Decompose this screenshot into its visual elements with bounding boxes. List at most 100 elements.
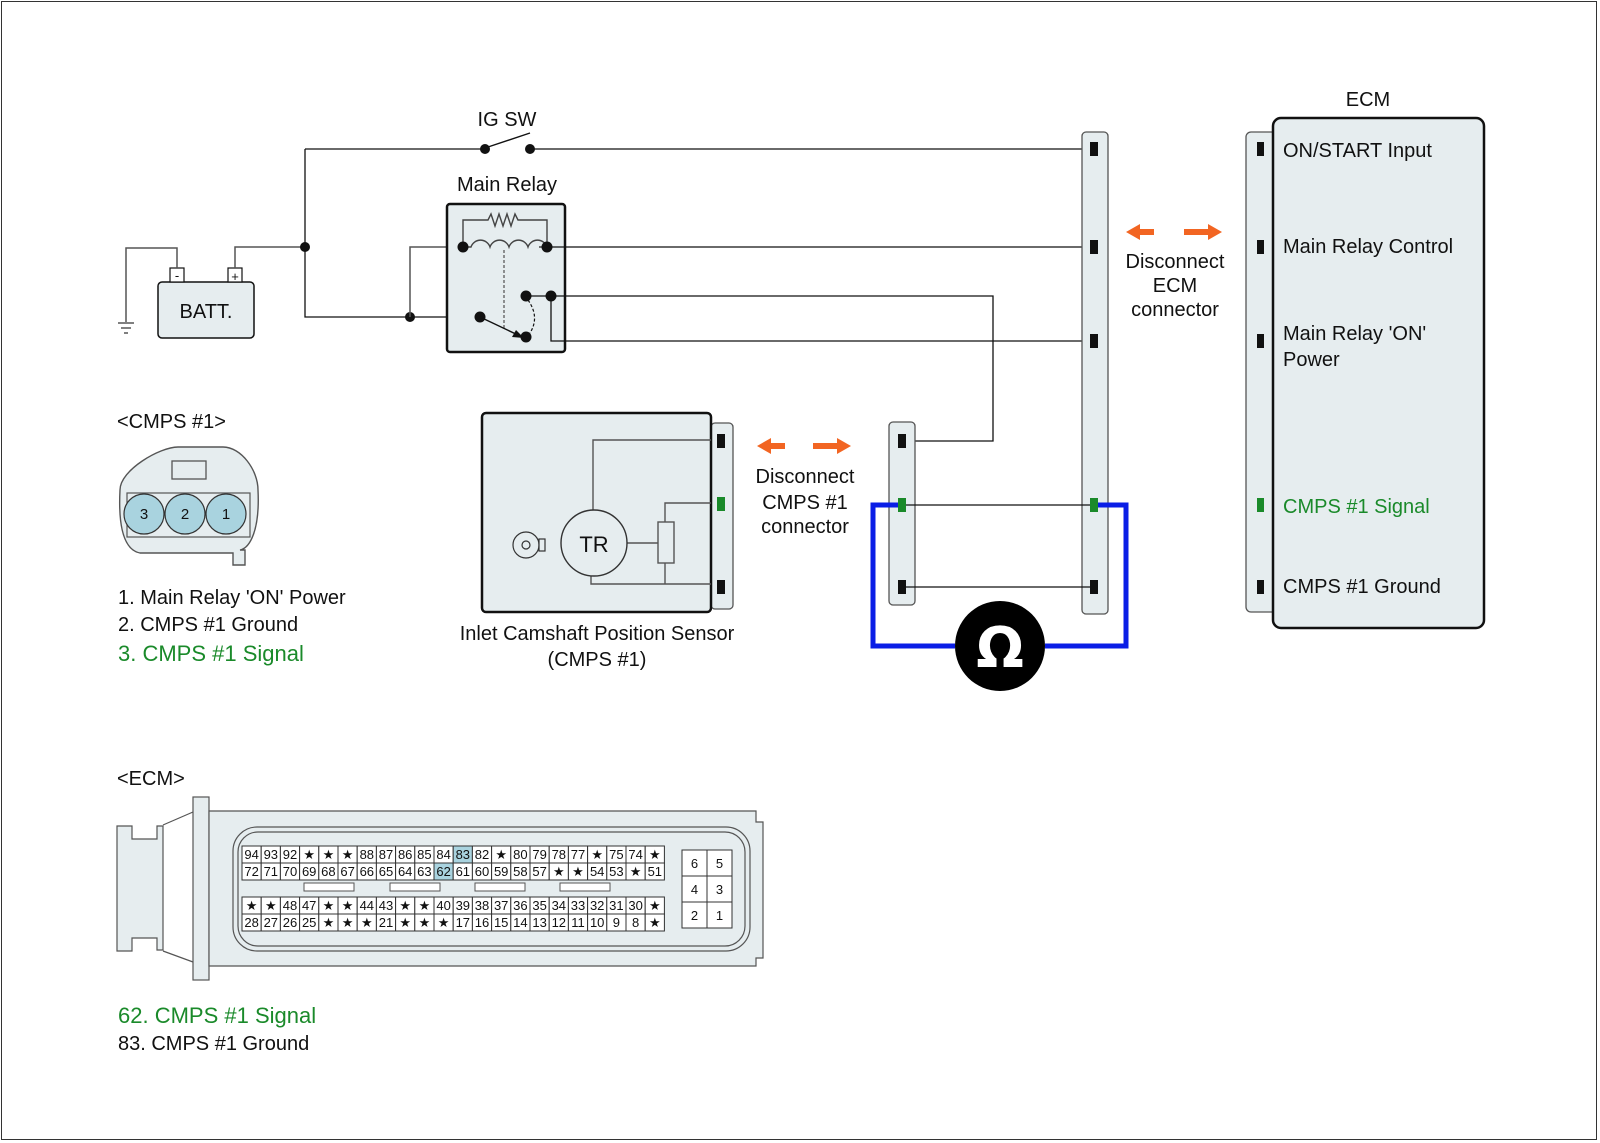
ecm-harness-connector: [1081, 131, 1109, 615]
ecm-pin-number: 25: [302, 915, 316, 930]
connector-pin: [1090, 580, 1098, 594]
cmps-pin-2: [164, 493, 206, 535]
ecm-small-pin-number: 4: [691, 882, 698, 897]
battery-label: BATT.: [180, 301, 233, 323]
switch-blade: [487, 132, 531, 148]
ecm-pin-number: 15: [494, 915, 508, 930]
meter-lead-right: [1045, 502, 1129, 649]
ecm-pin-number: 64: [398, 864, 412, 879]
ecm-pin-number: 47: [302, 898, 316, 913]
ecm-pin-number: 26: [283, 915, 297, 930]
ecm-small-pin-cell: [706, 875, 733, 903]
cmps-harness-connector-body: [888, 421, 916, 606]
cmps-connector-title: <CMPS #1>: [117, 411, 226, 433]
unused-pin-star-icon: ★: [265, 898, 277, 913]
ecm-pin-number: 48: [283, 898, 297, 913]
ecm-legend-item-signal: 62. CMPS #1 Signal: [118, 1003, 316, 1028]
ecm-pin-number: 43: [379, 898, 393, 913]
ecm-pin: [1257, 580, 1264, 594]
ecm-pin-number: 13: [532, 915, 546, 930]
unused-pin-star-icon: ★: [553, 864, 565, 879]
disconnect-cmps-line: CMPS #1: [762, 492, 848, 514]
unused-pin-star-icon: ★: [342, 847, 354, 862]
battery: - + BATT.: [118, 246, 305, 339]
double-arrow-icon: [1126, 224, 1222, 240]
resistor-icon: [462, 211, 548, 247]
ecm-pin-number: 93: [264, 847, 278, 862]
connector-pin: [1090, 142, 1098, 156]
ecm-pin-number: 10: [590, 915, 604, 930]
cmps-pin-number: 3: [140, 506, 148, 523]
ecm-plug-edge: [162, 950, 194, 963]
ecm-pin-number: 32: [590, 898, 604, 913]
target-wheel-icon: [512, 531, 546, 559]
ecm-small-pin-number: 5: [716, 856, 723, 871]
unused-pin-star-icon: ★: [591, 847, 603, 862]
tr-element: [560, 509, 628, 577]
ecm-pin-number: 44: [360, 898, 374, 913]
ecm-pin-number: 14: [513, 915, 527, 930]
disconnect-ecm-line: connector: [1131, 299, 1219, 321]
cmps-sensor: TR Inlet Camshaft Position Sensor (CMPS …: [460, 411, 735, 671]
ecm-pin-number: 36: [513, 898, 527, 913]
ecm-pin-number: 16: [475, 915, 489, 930]
ecm-pin-number: 59: [494, 864, 508, 879]
ecm-pin-number: 11: [571, 915, 585, 930]
sensor-wire-power: [592, 439, 711, 510]
ecm-pin-number: 9: [613, 915, 620, 930]
double-arrow-icon: [757, 438, 851, 454]
ecm-pin: [1257, 334, 1264, 348]
cmps-legend-item: 2. CMPS #1 Ground: [118, 614, 298, 636]
ecm-pin-number: 60: [475, 864, 489, 879]
cmps-pin-number: 1: [222, 506, 230, 523]
ecm-pin-number: 62: [436, 864, 450, 879]
unused-pin-star-icon: ★: [342, 898, 354, 913]
ohmmeter-body: [955, 601, 1045, 691]
ecm-plug-rim: [232, 826, 751, 952]
ecm-pin-label-relay-on-power: Main Relay 'ON': [1283, 323, 1426, 345]
ecm-small-pin-number: 2: [691, 908, 698, 923]
cmps-pin-3: [123, 493, 165, 535]
unused-pin-star-icon: ★: [649, 847, 661, 862]
ecm-pin-number: 69: [302, 864, 316, 879]
ecm-pin-number: 82: [475, 847, 489, 862]
ecm-pin-number: 30: [628, 898, 642, 913]
unused-pin-star-icon: ★: [323, 915, 335, 930]
ecm-pin-number: 40: [436, 898, 450, 913]
ecm-pin-number: 74: [628, 847, 642, 862]
ecm-pin-number: 78: [552, 847, 566, 862]
relay-terminal: [520, 331, 532, 343]
ecm-pin-number: 88: [360, 847, 374, 862]
ecm-pin-number: 51: [648, 864, 662, 879]
ecm-pin-cell: [644, 913, 665, 932]
unused-pin-star-icon: ★: [419, 898, 431, 913]
connector-pin: [1090, 334, 1098, 348]
ecm-pin-number: 86: [398, 847, 412, 862]
switch-contact: [480, 144, 490, 154]
ecm-pin-label-cmps-ground: CMPS #1 Ground: [1283, 576, 1441, 598]
ecm-key-slot: [559, 882, 611, 892]
wire-relay-on-power-to-ecm: [550, 296, 1093, 342]
ecm-plug-rim-inner: [237, 831, 746, 947]
battery-body: [157, 281, 255, 339]
ecm-pin-number: 63: [417, 864, 431, 879]
ecm-module: ECM ON/START Input Main Relay Control Ma…: [1245, 89, 1486, 630]
sensor-wire-signal: [664, 502, 711, 522]
battery-negative-sign: -: [175, 268, 179, 283]
ecm-key-slot: [389, 882, 441, 892]
ecm-legend-item: 83. CMPS #1 Ground: [118, 1033, 309, 1055]
ecm-pin-number: 39: [456, 898, 470, 913]
cmps-pin-1: [205, 493, 247, 535]
relay-terminal: [457, 241, 469, 253]
ecm-pin-label-relay-on-power-2: Power: [1283, 349, 1340, 371]
sensor-name: Inlet Camshaft Position Sensor: [460, 623, 735, 645]
connector-pin: [898, 580, 906, 594]
ecm-pin-number: 92: [283, 847, 297, 862]
cmps-legend-item: 1. Main Relay 'ON' Power: [118, 587, 346, 609]
sensor-pin: [717, 580, 725, 594]
ecm-pin-number: 66: [360, 864, 374, 879]
wire-relay-on-power-to-cmps: [551, 295, 994, 442]
meter-lead-left: [870, 502, 955, 649]
ecm-pin-number: 21: [379, 915, 393, 930]
ecm-pin-number: 53: [609, 864, 623, 879]
